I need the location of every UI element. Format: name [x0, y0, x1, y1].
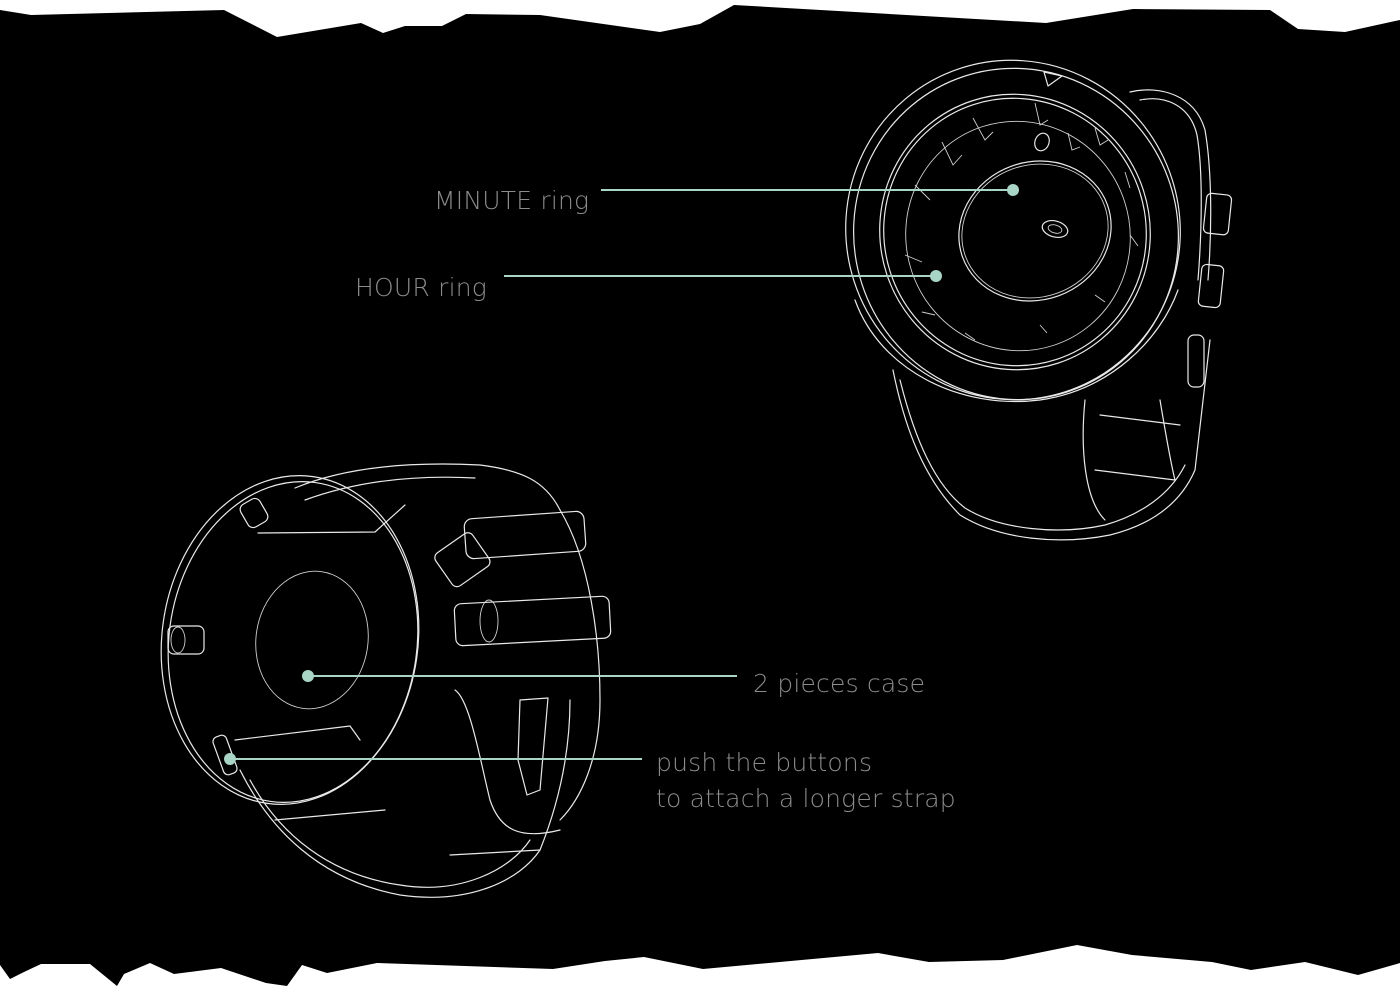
back-strap-segment [449, 849, 541, 856]
front-bezel-outer-edge [853, 67, 1179, 401]
callout-case-label: 2 pieces case [753, 669, 926, 698]
keeper-upper-end [434, 532, 491, 588]
front-hour-ring-outer-edge [883, 97, 1147, 367]
back-case-outer-edge [167, 481, 419, 803]
leader-hour-ring [504, 270, 942, 282]
front-strap-loop [1082, 399, 1176, 521]
back-buckle-frame [454, 689, 561, 835]
back-view-watch [160, 463, 612, 898]
front-case-side [854, 289, 1179, 403]
front-hour-ring-inner [905, 120, 1131, 352]
callout-strap-buttons-label: push the buttons to attach a longer stra… [656, 748, 956, 813]
front-strap-upper-inner [1139, 98, 1202, 281]
back-crown [167, 625, 205, 655]
leader-strap-buttons [224, 753, 642, 765]
keeper-upper [463, 510, 587, 560]
front-minute-disc [958, 160, 1112, 302]
front-lug-button-upper [1202, 192, 1233, 236]
front-window-slot-inner [1047, 224, 1063, 234]
back-case-disc [255, 570, 369, 710]
leader-minute-ring [601, 184, 1019, 196]
front-lug-button-lower [1197, 263, 1225, 309]
keeper-lower-seam [479, 599, 499, 643]
front-window-slot [1041, 219, 1069, 239]
back-strap-right [559, 509, 601, 821]
back-strap-top-inner [304, 476, 476, 501]
back-lug-top [257, 504, 406, 534]
keeper-lower [453, 595, 612, 647]
front-strap-segment [1094, 469, 1176, 481]
back-strap-segment [274, 809, 386, 821]
front-ring-tabs [904, 102, 1139, 341]
front-strap-pin [1187, 334, 1205, 388]
front-strap-lower [892, 339, 1211, 541]
front-bezel-outer [845, 59, 1181, 401]
back-lug-button-top [239, 497, 269, 529]
leader-case [302, 670, 737, 682]
triangle-outline-icon [1043, 71, 1063, 87]
back-strap-keepers [434, 510, 612, 647]
back-case-outer [160, 475, 420, 805]
back-crown-face [170, 626, 186, 654]
back-lug-bottom [234, 725, 361, 741]
front-view-watch [845, 59, 1233, 541]
front-strap-lower-inner [899, 379, 1186, 531]
callout-minute-ring-label: MINUTE ring [434, 186, 590, 215]
front-strap-upper [1129, 89, 1212, 281]
back-strap-bottom [239, 699, 571, 898]
front-minute-disc-edge [961, 163, 1109, 299]
back-strap-top [294, 463, 561, 511]
torn-black-panel [0, 5, 1400, 990]
callout-hour-ring-label: HOUR ring [355, 273, 487, 302]
back-buckle-tongue [517, 697, 549, 796]
front-upper-marker [1034, 132, 1050, 152]
back-lug-button-bottom [212, 734, 238, 776]
front-strap-segment [1099, 414, 1181, 426]
back-strap-bottom-inner [249, 779, 531, 888]
front-hour-ring-outer [879, 93, 1151, 371]
